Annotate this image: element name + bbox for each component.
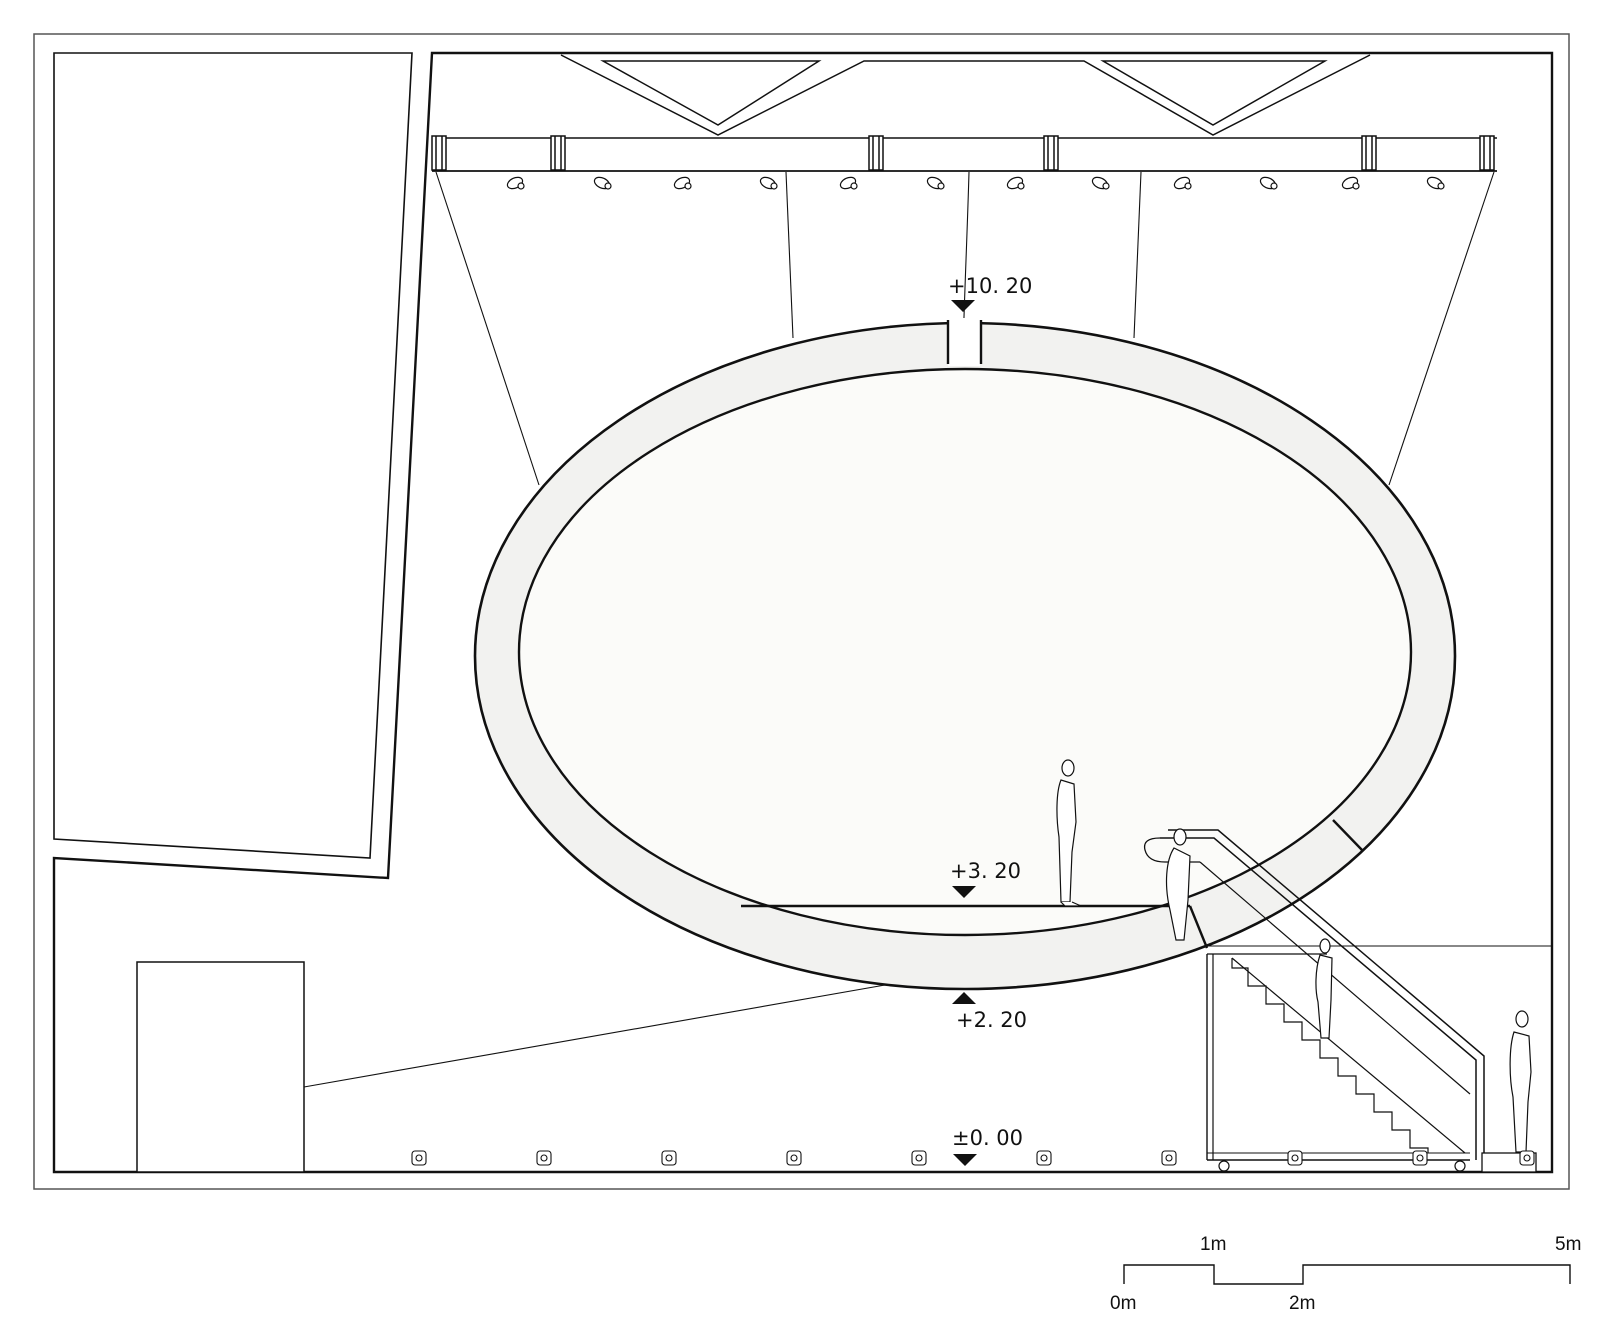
level-label: +10. 20 [948,274,1032,298]
level-marker-ground: ±0. 00 [952,1126,1023,1166]
level-marker-floor: +3. 20 [950,859,1021,898]
scale-bar: 0m 1m 2m 5m [1110,1234,1581,1314]
suspension-cables [435,171,1495,486]
lighting-rig [431,135,1497,190]
level-label: +2. 20 [956,1008,1027,1032]
level-label: +3. 20 [950,859,1021,883]
projection-line [303,984,886,1088]
level-triangle-icon [953,1154,977,1166]
person-figure [1165,828,1191,941]
scale-label-1m: 1m [1200,1234,1226,1255]
roof-truss [560,54,1371,136]
person-figure [1315,938,1333,1039]
level-triangle-icon [952,886,976,898]
level-marker-bottom: +2. 20 [952,992,1027,1032]
scale-label-2m: 2m [1289,1293,1315,1314]
level-triangle-icon [952,992,976,1004]
level-marker-top: +10. 20 [948,274,1032,312]
stair-structure [1143,829,1552,1172]
drawing-frame [33,33,1570,1190]
left-wall-panel [53,52,413,859]
lower-box [136,961,305,1173]
person-figure [1509,1010,1532,1153]
floor-uplights [411,1150,1535,1166]
person-figure [1056,759,1082,907]
scale-label-5m: 5m [1555,1234,1581,1255]
level-triangle-icon [951,300,975,312]
level-label: ±0. 00 [952,1126,1023,1150]
capsule-shell [473,318,1457,991]
people-silhouettes [1056,759,1537,1173]
building-outline [52,51,1554,1174]
scale-label-0m: 0m [1110,1293,1136,1314]
